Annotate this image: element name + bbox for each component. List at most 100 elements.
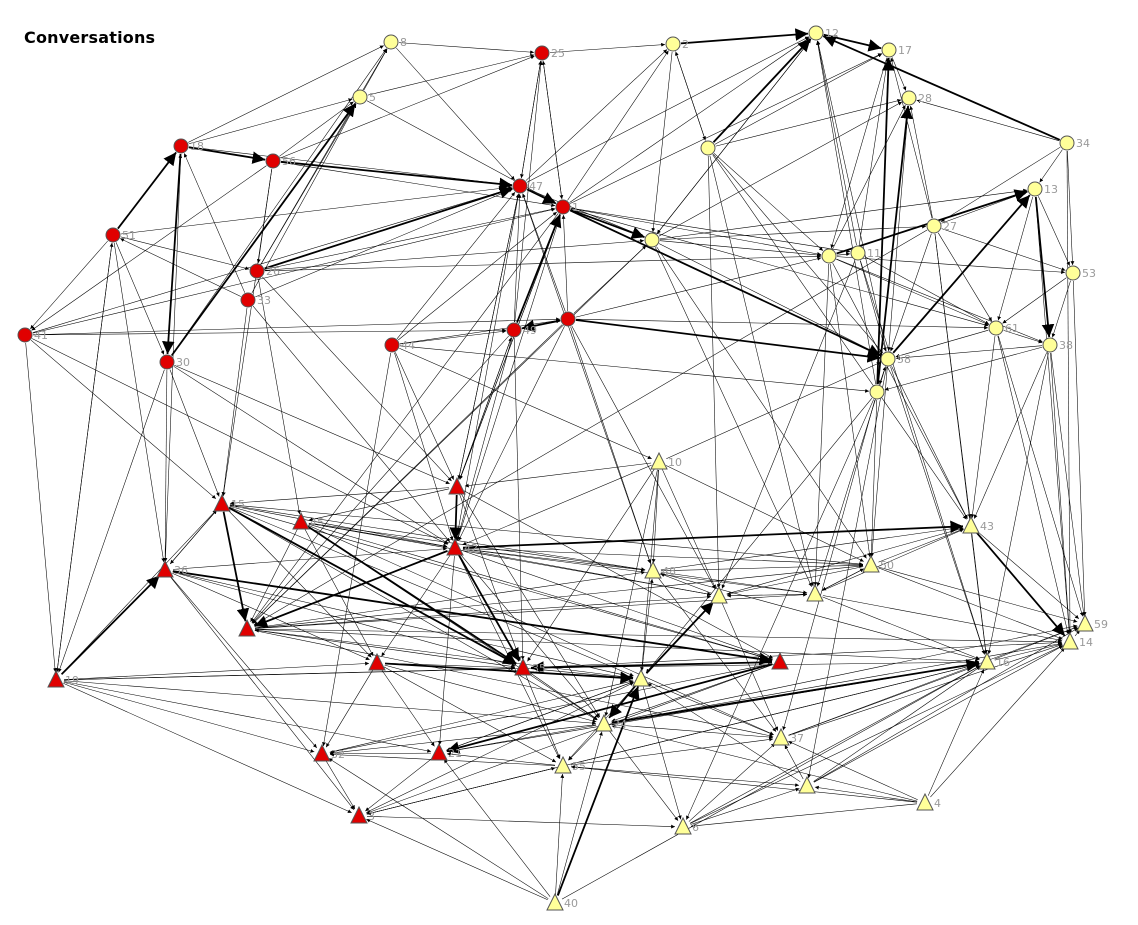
edge-41-n4 <box>32 317 561 336</box>
node-marker-55 <box>554 755 572 774</box>
edge-4-24 <box>611 724 918 802</box>
node-label-50: 50 <box>880 559 894 572</box>
node-marker-21 <box>430 742 448 761</box>
edge-61-38 <box>1003 330 1043 344</box>
node-45: 45 <box>292 511 324 530</box>
edge-n4-48 <box>570 326 651 564</box>
node-26: 26 <box>249 263 280 279</box>
node-30: 30 <box>159 354 190 370</box>
node-marker-3 <box>350 805 368 824</box>
node-marker-n1 <box>700 140 716 156</box>
edge-n9-n7 <box>254 594 712 629</box>
edge-10-48 <box>651 469 659 564</box>
node-37: 37 <box>772 727 804 746</box>
edge-4-37 <box>788 741 918 800</box>
edge-18-47 <box>188 146 513 187</box>
edge-33-51 <box>120 238 241 297</box>
node-n1 <box>700 140 716 156</box>
edge-40-32 <box>328 758 549 899</box>
node-36: 36 <box>156 559 188 578</box>
edge-n5-6 <box>686 399 874 820</box>
node-label-58: 58 <box>897 353 911 366</box>
heavy-edge-47-1 <box>526 188 557 205</box>
node-11: 11 <box>850 245 881 261</box>
edge-44-10 <box>399 347 652 460</box>
edge-6-14 <box>690 645 1063 824</box>
edge-61-59 <box>998 335 1084 617</box>
node-label-4: 4 <box>934 797 941 810</box>
node-label-33: 33 <box>257 294 271 307</box>
node-n8 <box>806 583 824 602</box>
edge-50-n7 <box>726 566 864 596</box>
edge-4-55 <box>570 765 918 803</box>
node-marker-n13 <box>798 775 816 794</box>
node-n3 <box>821 248 837 264</box>
node-21: 21 <box>430 742 462 761</box>
edge-n9-50 <box>254 564 864 629</box>
heavy-edge-42-35 <box>458 554 520 662</box>
heavy-edge-43-14 <box>975 531 1066 637</box>
edge-11-16 <box>860 260 986 655</box>
edge-n3-61 <box>836 258 989 326</box>
edge-27-58 <box>890 233 932 352</box>
node-marker-n11 <box>771 651 789 670</box>
node-label-38: 38 <box>1059 339 1073 352</box>
edge-11-n7 <box>721 260 856 589</box>
heavy-edge-n1-12 <box>712 38 812 143</box>
edge-44-42 <box>394 352 454 541</box>
edge-n8-50 <box>821 568 865 591</box>
edge-48-37 <box>657 577 777 732</box>
node-label-43: 43 <box>980 520 994 533</box>
edge-45-37 <box>308 525 774 735</box>
node-label-8: 8 <box>400 36 407 49</box>
edge-45-n11 <box>308 523 773 661</box>
node-label-35: 35 <box>532 662 546 675</box>
edge-42-24 <box>459 553 600 719</box>
node-n10 <box>368 652 386 671</box>
edge-34-14 <box>1066 150 1072 635</box>
heavy-edge-40-n12 <box>557 686 640 896</box>
node-label-27: 27 <box>943 220 957 233</box>
edge-n9-14 <box>254 628 1063 644</box>
node-label-59: 59 <box>1094 618 1108 631</box>
edge-28-58 <box>886 105 909 352</box>
node-marker-43 <box>962 515 980 534</box>
edge-24-21 <box>446 725 597 753</box>
node-marker-11 <box>850 245 866 261</box>
edge-41-1 <box>32 207 556 334</box>
node-marker-14 <box>1061 631 1079 650</box>
edge-26-n6 <box>262 276 452 482</box>
node-label-18: 18 <box>190 140 204 153</box>
edge-33-18 <box>183 153 246 293</box>
edge-34-53 <box>1067 150 1075 266</box>
node-38: 38 <box>1042 337 1073 353</box>
node-n7 <box>710 585 728 604</box>
edge-18-8 <box>188 45 384 143</box>
edge-n9-37 <box>254 630 774 738</box>
node-47: 47 <box>512 178 543 194</box>
edge-n3-11 <box>836 252 851 257</box>
edge-n4-1 <box>561 214 568 312</box>
node-marker-15 <box>213 493 231 512</box>
heavy-edge-45-35 <box>307 525 517 665</box>
edge-48-50 <box>660 563 864 572</box>
edge-n13-14 <box>813 645 1064 783</box>
edge-42-50 <box>462 548 864 567</box>
edge-n2-58 <box>658 243 882 356</box>
edge-40-24 <box>556 731 603 896</box>
edge-n4-n7 <box>571 325 716 590</box>
node-marker-40 <box>546 892 564 911</box>
edge-61-14 <box>997 335 1070 635</box>
node-marker-27 <box>926 218 942 234</box>
edge-53-59 <box>1073 280 1087 617</box>
node-33: 33 <box>240 292 271 308</box>
node-label-45: 45 <box>310 516 324 529</box>
edge-35-24 <box>529 672 598 720</box>
edge-10-n6 <box>464 462 652 488</box>
edge-10-35 <box>527 468 655 662</box>
edge-n2-n3 <box>659 240 822 257</box>
edge-27-53 <box>941 228 1066 271</box>
node-n2 <box>644 232 660 248</box>
edge-24-6 <box>608 730 679 821</box>
